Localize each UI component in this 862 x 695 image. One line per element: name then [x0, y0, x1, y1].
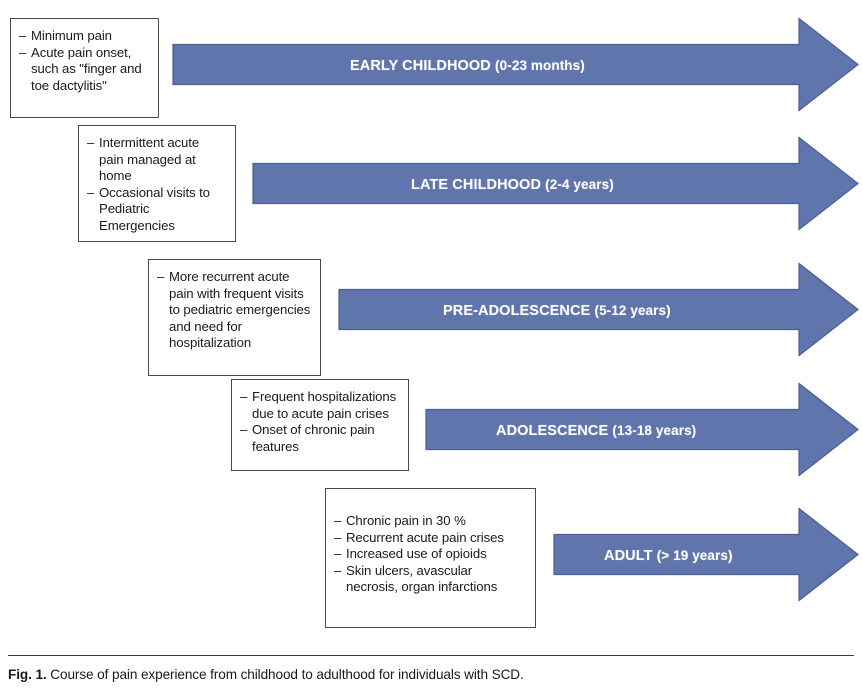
stage-box-list: – Minimum pain – Acute pain onset, such … [19, 28, 150, 94]
dash-bullet: – [87, 135, 95, 150]
dash-bullet: – [19, 44, 27, 60]
stage-box-list: – Frequent hospitalizations due to acute… [240, 389, 400, 455]
list-item-text: Skin ulcers, avascular necrosis, organ i… [346, 562, 498, 595]
stage-label-late-childhood: LATE CHILDHOOD (2-4 years) [411, 177, 614, 193]
dash-bullet: – [334, 562, 342, 578]
list-item: – Frequent hospitalizations due to acute… [240, 389, 400, 422]
stage-box-list: – Chronic pain in 30 % – Recurrent acute… [334, 513, 527, 596]
stage-box-adult: – Chronic pain in 30 % – Recurrent acute… [325, 488, 536, 628]
stage-arrow-adolescence [425, 382, 860, 477]
dash-bullet: – [157, 269, 165, 284]
list-item: – Intermittent acute pain managed at hom… [87, 135, 227, 185]
stage-box-late-childhood: – Intermittent acute pain managed at hom… [78, 125, 236, 242]
stage-label-early-childhood: EARLY CHILDHOOD (0-23 months) [350, 58, 585, 74]
stage-label-years: (0-23 months) [495, 58, 585, 73]
list-item-text: Recurrent acute pain crises [346, 529, 504, 545]
list-item-text: Increased use of opioids [346, 546, 487, 561]
stage-label-main: ADOLESCENCE [496, 423, 609, 439]
stage-label-adolescence: ADOLESCENCE (13-18 years) [496, 423, 696, 439]
stage-label-years: (5-12 years) [594, 303, 671, 318]
stage-label-main: LATE CHILDHOOD [411, 177, 542, 193]
list-item-text: Chronic pain in 30 % [346, 513, 466, 528]
list-item: – Skin ulcers, avascular necrosis, organ… [334, 563, 527, 596]
stage-box-list: – Intermittent acute pain managed at hom… [87, 135, 227, 234]
stage-box-list: – More recurrent acute pain with frequen… [157, 269, 312, 352]
list-item-text: Intermittent acute pain managed at home [99, 135, 200, 183]
list-item: – Recurrent acute pain crises [334, 530, 527, 547]
figure-caption-text: Course of pain experience from childhood… [50, 667, 524, 682]
list-item-text: Acute pain onset, such as "finger and to… [31, 44, 142, 93]
caption-divider [8, 655, 854, 656]
stage-label-main: EARLY CHILDHOOD [350, 58, 491, 74]
dash-bullet: – [334, 529, 342, 545]
stage-box-pre-adolescence: – More recurrent acute pain with frequen… [148, 259, 321, 376]
list-item-text: Frequent hospitalizations due to acute p… [252, 389, 397, 421]
list-item: – Occasional visits to Pediatric Emergen… [87, 185, 227, 235]
dash-bullet: – [240, 422, 248, 437]
stage-label-adult: ADULT (> 19 years) [604, 548, 733, 564]
dash-bullet: – [240, 389, 248, 404]
stage-label-years: (13-18 years) [612, 423, 697, 438]
stage-label-years: (2-4 years) [545, 177, 614, 192]
stage-arrow-early-childhood [172, 17, 860, 112]
list-item-text: Minimum pain [31, 28, 112, 43]
list-item: – More recurrent acute pain with frequen… [157, 269, 312, 352]
list-item: – Acute pain onset, such as "finger and … [19, 45, 150, 95]
stage-box-early-childhood: – Minimum pain – Acute pain onset, such … [10, 18, 159, 118]
figure-caption: Fig. 1. Course of pain experience from c… [8, 666, 854, 684]
stage-label-years: (> 19 years) [656, 548, 733, 563]
dash-bullet: – [87, 184, 95, 200]
figure-number-label: Fig. 1. [8, 667, 47, 682]
list-item: – Increased use of opioids [334, 546, 527, 563]
list-item-text: Occasional visits to Pediatric Emergenci… [99, 184, 210, 233]
stage-label-main: PRE-ADOLESCENCE [443, 303, 591, 319]
stage-label-main: ADULT [604, 548, 653, 564]
list-item-text: More recurrent acute pain with frequent … [169, 269, 311, 350]
stage-box-adolescence: – Frequent hospitalizations due to acute… [231, 379, 409, 471]
dash-bullet: – [19, 28, 27, 43]
stage-arrow-pre-adolescence [338, 262, 860, 357]
stage-arrow-adult [553, 507, 860, 602]
list-item-text: Onset of chronic pain features [252, 422, 375, 454]
dash-bullet: – [334, 546, 342, 561]
list-item: – Onset of chronic pain features [240, 422, 400, 455]
stage-arrow-late-childhood [252, 136, 860, 231]
list-item: – Chronic pain in 30 % [334, 513, 527, 530]
stage-label-pre-adolescence: PRE-ADOLESCENCE (5-12 years) [443, 303, 671, 319]
list-item: – Minimum pain [19, 28, 150, 45]
dash-bullet: – [334, 513, 342, 528]
